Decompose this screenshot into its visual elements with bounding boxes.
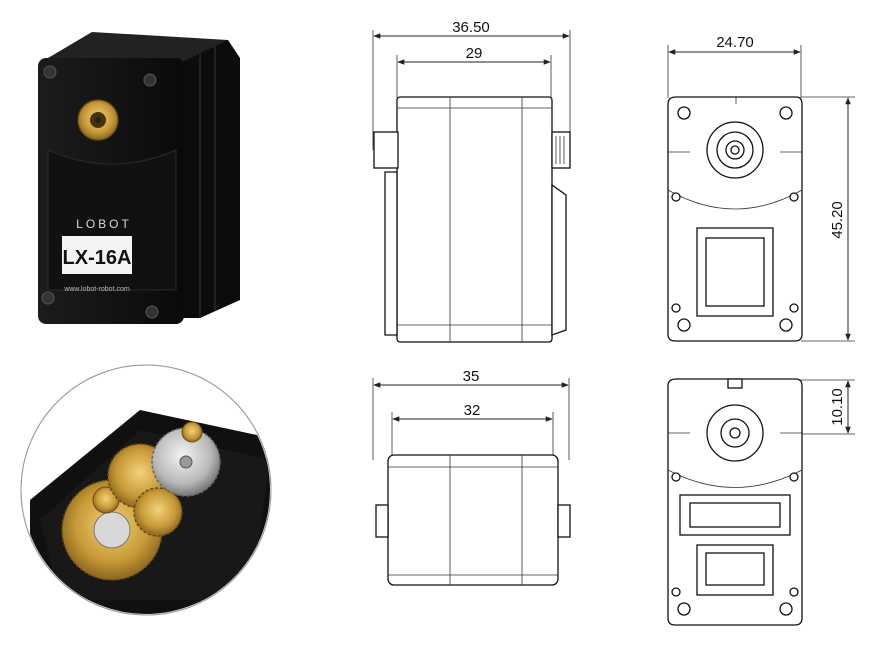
website-text: www.lobot-robot.com — [63, 286, 130, 293]
servo-label: LOBOT LX-16A www.lobot-robot.com — [62, 217, 132, 293]
servo-top-face — [48, 32, 228, 62]
pinion-gear — [181, 421, 203, 443]
brand-text: LOBOT — [76, 217, 132, 231]
model-label-plate — [62, 236, 132, 274]
gearbox-closeup-photo — [20, 364, 272, 616]
horn-view-drawing: 10.10 — [667, 378, 855, 626]
side-view-drawing: 36.50 29 — [372, 19, 571, 343]
servo-side-panel — [182, 40, 240, 318]
front-view-drawing: 24.70 45.20 — [667, 34, 855, 342]
dim-bottom-body-width: 32 — [464, 402, 481, 419]
dim-side-body-width: 29 — [466, 45, 483, 62]
dim-bottom-total-width: 35 — [463, 368, 480, 385]
dim-side-total-width: 36.50 — [452, 19, 490, 36]
servo-product-photo: LOBOT LX-16A www.lobot-robot.com — [38, 32, 240, 324]
screw-icon — [145, 305, 159, 319]
screw-icon — [143, 73, 157, 87]
dim-shaft-offset: 10.10 — [829, 388, 846, 426]
small-brass-gear — [133, 487, 183, 537]
screw-icon — [43, 65, 57, 79]
screw-icon — [41, 291, 55, 305]
dim-front-width: 24.70 — [716, 34, 754, 51]
bottom-view-drawing: 35 32 — [372, 368, 571, 586]
model-text: LX-16A — [63, 247, 132, 269]
dim-front-height: 45.20 — [829, 201, 846, 239]
